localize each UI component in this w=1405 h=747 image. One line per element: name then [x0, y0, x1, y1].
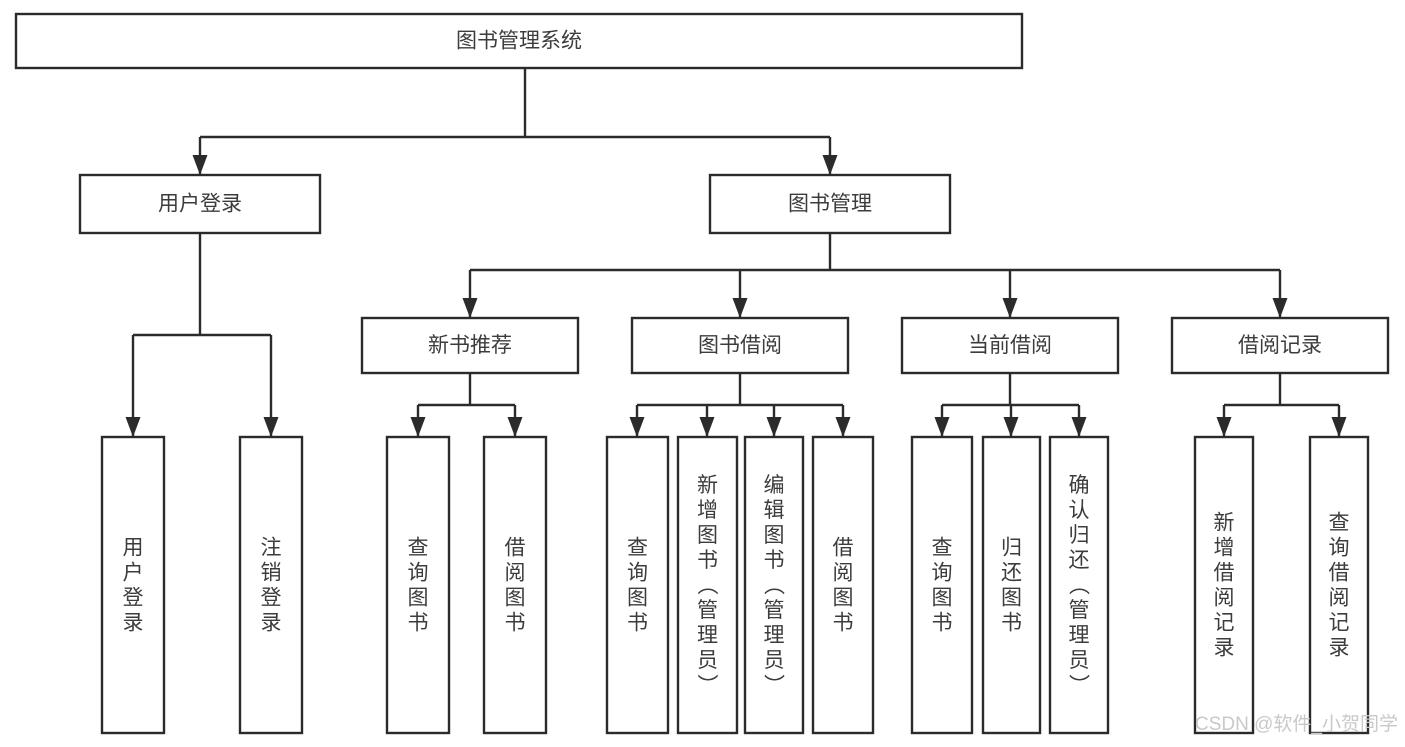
node-box-borrow-record [1170, 316, 1390, 375]
csdn-watermark: CSDN @软件_小贺同学 [1195, 713, 1398, 735]
arrow-down-icon [410, 417, 426, 437]
node-box-new-book-recommend [360, 316, 580, 375]
node-label-leaf-borrow-book-recommend: 借阅图书 [505, 537, 526, 635]
node-new-book-recommend[interactable]: 新书推荐 [360, 316, 580, 375]
node-label-leaf-borrow-book: 借阅图书 [833, 537, 854, 635]
arrow-down-icon [822, 155, 838, 175]
node-box-book-management [708, 173, 952, 235]
node-label-leaf-user-login: 用户登录 [123, 537, 144, 635]
node-box-leaf-query-book-borrow [605, 435, 670, 735]
node-leaf-edit-book-admin[interactable]: 编辑图书（管理员） [743, 435, 805, 735]
node-box-leaf-borrow-book-recommend [482, 435, 548, 735]
node-box-root [14, 12, 1024, 70]
arrow-down-icon [1003, 417, 1019, 437]
node-label-current-borrow: 当前借阅 [968, 334, 1052, 357]
arrow-down-icon [934, 417, 950, 437]
node-leaf-return-book[interactable]: 归还图书 [981, 435, 1042, 735]
arrow-down-icon [263, 417, 279, 437]
node-box-leaf-return-book [981, 435, 1042, 735]
arrow-down-icon [1071, 417, 1087, 437]
node-box-leaf-user-login [100, 435, 166, 735]
node-leaf-query-book-borrow[interactable]: 查询图书 [605, 435, 670, 735]
node-leaf-query-book-recommend[interactable]: 查询图书 [385, 435, 451, 735]
node-box-leaf-borrow-book [811, 435, 875, 735]
node-box-leaf-logout-login [238, 435, 304, 735]
node-label-book-borrow: 图书借阅 [698, 334, 782, 357]
node-label-leaf-query-book-current: 查询图书 [932, 537, 953, 635]
node-leaf-confirm-return-admin[interactable]: 确认归还（管理员） [1048, 435, 1110, 735]
arrow-down-icon [766, 417, 782, 437]
node-leaf-borrow-book[interactable]: 借阅图书 [811, 435, 875, 735]
arrow-down-icon [699, 417, 715, 437]
node-leaf-query-book-current[interactable]: 查询图书 [910, 435, 974, 735]
arrow-down-icon [1002, 298, 1018, 318]
nodes-layer: 图书管理系统用户登录图书管理新书推荐图书借阅当前借阅借阅记录用户登录注销登录查询… [14, 12, 1390, 735]
node-leaf-add-book-admin[interactable]: 新增图书（管理员） [676, 435, 739, 735]
node-box-leaf-add-borrow-record [1193, 435, 1255, 735]
node-box-leaf-query-borrow-record [1308, 435, 1370, 735]
node-box-leaf-confirm-return-admin [1048, 435, 1110, 735]
connectors-layer [125, 68, 1347, 437]
arrow-down-icon [732, 298, 748, 318]
node-current-borrow[interactable]: 当前借阅 [900, 316, 1120, 375]
node-book-borrow[interactable]: 图书借阅 [630, 316, 850, 375]
arrow-down-icon [192, 155, 208, 175]
node-label-leaf-logout-login: 注销登录 [261, 537, 282, 635]
node-label-leaf-query-borrow-record: 查询借阅记录 [1329, 512, 1350, 660]
node-box-current-borrow [900, 316, 1120, 375]
arrow-down-icon [1331, 417, 1347, 437]
node-label-user-login: 用户登录 [158, 193, 242, 216]
node-label-book-management: 图书管理 [788, 193, 872, 216]
node-leaf-user-login[interactable]: 用户登录 [100, 435, 166, 735]
node-label-leaf-confirm-return-admin: 确认归还（管理员） [1069, 474, 1091, 697]
node-label-leaf-add-borrow-record: 新增借阅记录 [1214, 512, 1235, 660]
arrow-down-icon [1272, 298, 1288, 318]
arrow-down-icon [1216, 417, 1232, 437]
arrow-down-icon [125, 417, 141, 437]
node-label-leaf-return-book: 归还图书 [1001, 537, 1022, 635]
arrow-down-icon [629, 417, 645, 437]
node-box-leaf-add-book-admin [676, 435, 739, 735]
node-label-leaf-query-book-recommend: 查询图书 [408, 537, 429, 635]
node-box-user-login [78, 173, 322, 235]
arrow-down-icon [462, 298, 478, 318]
node-label-borrow-record: 借阅记录 [1238, 334, 1322, 357]
node-leaf-add-borrow-record[interactable]: 新增借阅记录 [1193, 435, 1255, 735]
node-root[interactable]: 图书管理系统 [14, 12, 1024, 70]
node-user-login[interactable]: 用户登录 [78, 173, 322, 235]
node-borrow-record[interactable]: 借阅记录 [1170, 316, 1390, 375]
arrow-down-icon [835, 417, 851, 437]
node-label-leaf-add-book-admin: 新增图书（管理员） [697, 474, 719, 697]
node-box-leaf-edit-book-admin [743, 435, 805, 735]
node-label-root: 图书管理系统 [456, 30, 582, 53]
arrow-down-icon [507, 417, 523, 437]
node-box-leaf-query-book-current [910, 435, 974, 735]
node-leaf-borrow-book-recommend[interactable]: 借阅图书 [482, 435, 548, 735]
node-leaf-query-borrow-record[interactable]: 查询借阅记录 [1308, 435, 1370, 735]
node-box-leaf-query-book-recommend [385, 435, 451, 735]
node-label-leaf-query-book-borrow: 查询图书 [627, 537, 648, 635]
node-label-leaf-edit-book-admin: 编辑图书（管理员） [764, 474, 786, 697]
node-leaf-logout-login[interactable]: 注销登录 [238, 435, 304, 735]
node-box-book-borrow [630, 316, 850, 375]
node-book-management[interactable]: 图书管理 [708, 173, 952, 235]
node-label-new-book-recommend: 新书推荐 [428, 334, 512, 357]
